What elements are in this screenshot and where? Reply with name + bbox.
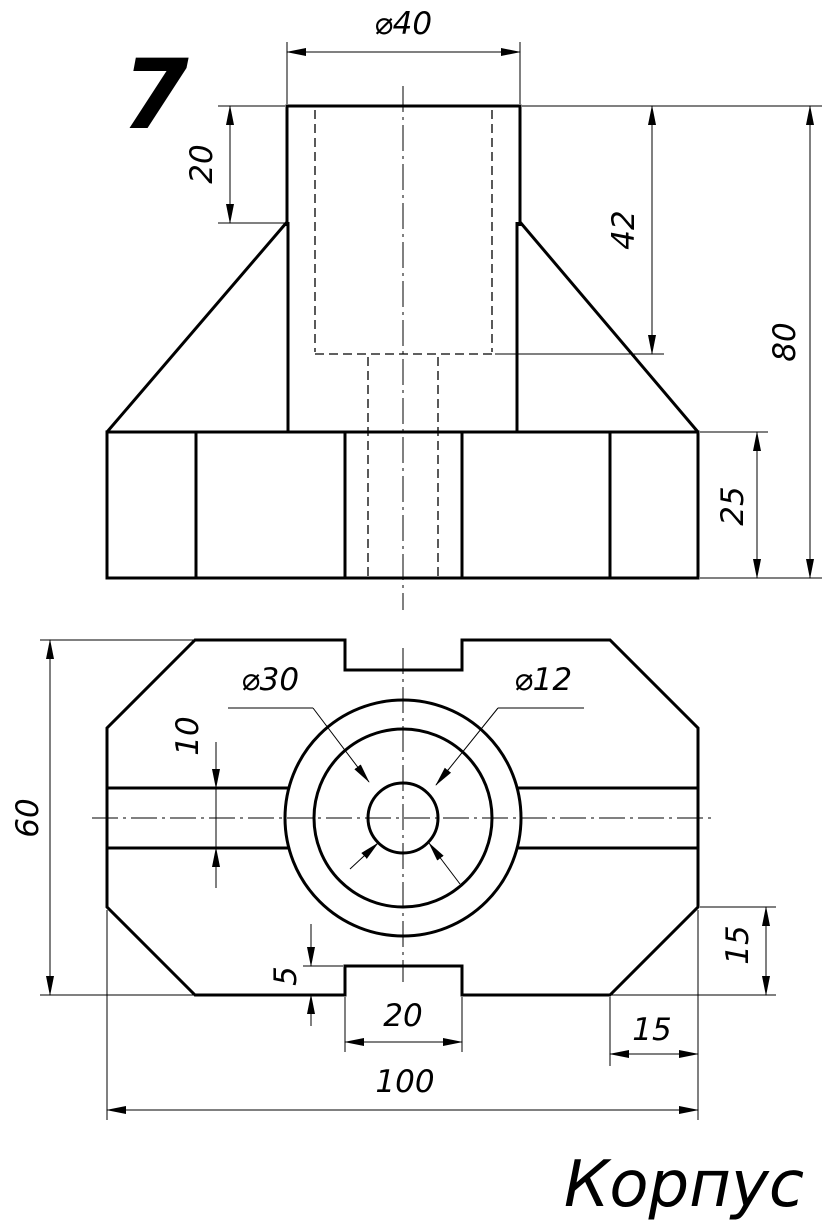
dim-overall-width: 60 xyxy=(10,798,46,837)
front-view xyxy=(105,86,700,610)
dim-ring-outer-dia: ⌀30 xyxy=(241,662,299,698)
dim-notch-width: 20 xyxy=(383,998,422,1034)
part-title: Корпус xyxy=(564,1148,804,1222)
dim-total-height: 80 xyxy=(767,322,803,361)
dim-slot-width: 10 xyxy=(170,716,206,755)
dim-chamfer-x: 15 xyxy=(632,1012,671,1048)
dim-base-height: 25 xyxy=(715,486,751,525)
dim-top-boss-height: 20 xyxy=(184,144,220,183)
dim-top-bore-dia: ⌀40 xyxy=(374,6,432,42)
dim-bore-depth: 42 xyxy=(606,210,642,249)
dim-notch-depth: 5 xyxy=(268,966,304,986)
front-right-rib xyxy=(518,221,700,433)
sheet-number: 7 xyxy=(122,39,189,151)
dim-hole-dia: ⌀12 xyxy=(514,662,572,698)
dim-chamfer-y: 15 xyxy=(720,925,756,964)
top-view xyxy=(92,638,716,997)
top-outline xyxy=(105,638,700,997)
dimensions: ⌀40 20 42 80 25 60 ⌀30 ⌀12 xyxy=(10,6,822,1120)
front-left-rib xyxy=(105,221,289,433)
dim-overall-length: 100 xyxy=(375,1064,434,1100)
